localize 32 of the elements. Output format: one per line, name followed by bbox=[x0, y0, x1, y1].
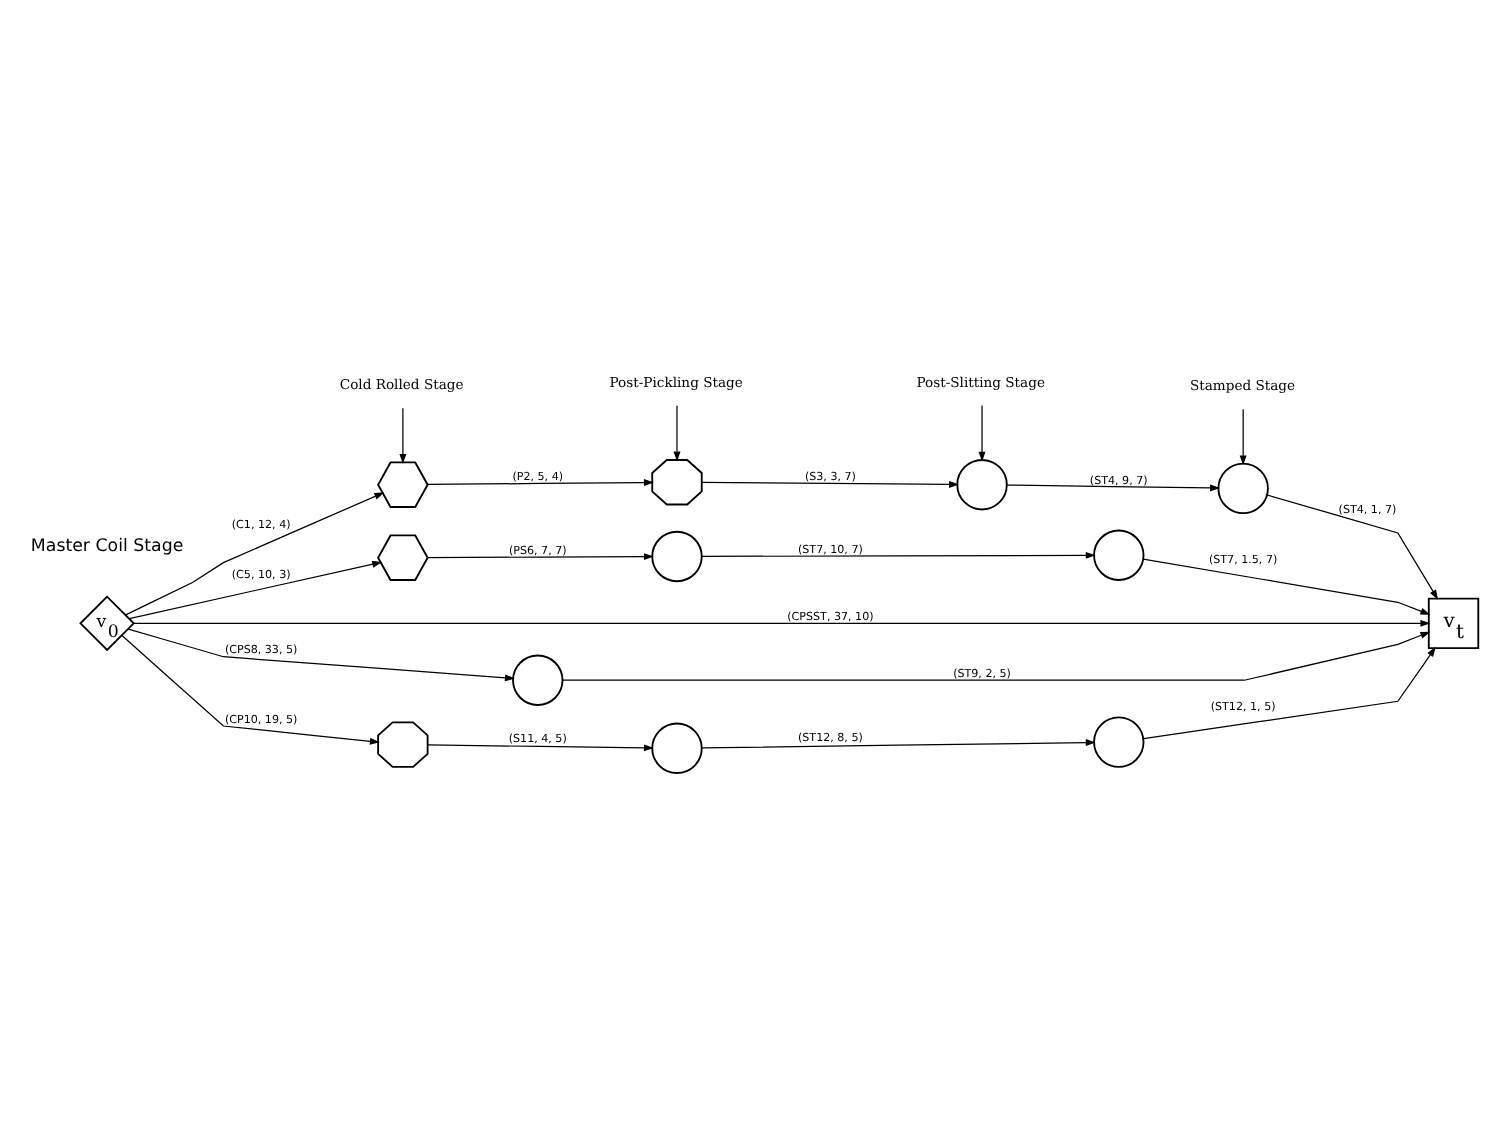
node-circle bbox=[956, 459, 1008, 511]
arrow bbox=[1142, 558, 1431, 615]
arrow bbox=[701, 480, 960, 488]
node-octagon bbox=[651, 459, 703, 506]
arrow bbox=[427, 553, 654, 561]
arrow bbox=[562, 631, 1431, 681]
node-circle bbox=[651, 530, 703, 583]
arrow bbox=[1143, 646, 1436, 740]
node-hexagon bbox=[377, 534, 429, 581]
arrow bbox=[427, 479, 654, 486]
node-circle bbox=[1217, 462, 1269, 515]
node-octagon bbox=[377, 721, 429, 768]
arrow bbox=[125, 492, 385, 616]
label: Master Coil Stage bbox=[30, 537, 184, 558]
arrow bbox=[121, 634, 380, 745]
arrow bbox=[701, 739, 1096, 749]
arrow bbox=[701, 551, 1096, 559]
node-circle bbox=[1093, 529, 1145, 581]
node-circle bbox=[1093, 716, 1145, 768]
arrow bbox=[1006, 484, 1220, 492]
arrow bbox=[978, 405, 986, 462]
node-circle bbox=[512, 654, 564, 706]
arrow bbox=[1239, 408, 1247, 466]
arrow bbox=[427, 744, 654, 752]
node-circle bbox=[651, 722, 703, 774]
arrow bbox=[128, 560, 383, 620]
arrow bbox=[1266, 494, 1439, 600]
arrow bbox=[127, 628, 515, 682]
arrow bbox=[133, 619, 1431, 627]
arrow bbox=[399, 407, 407, 464]
node-hexagon bbox=[377, 461, 429, 508]
arrow bbox=[673, 405, 681, 462]
